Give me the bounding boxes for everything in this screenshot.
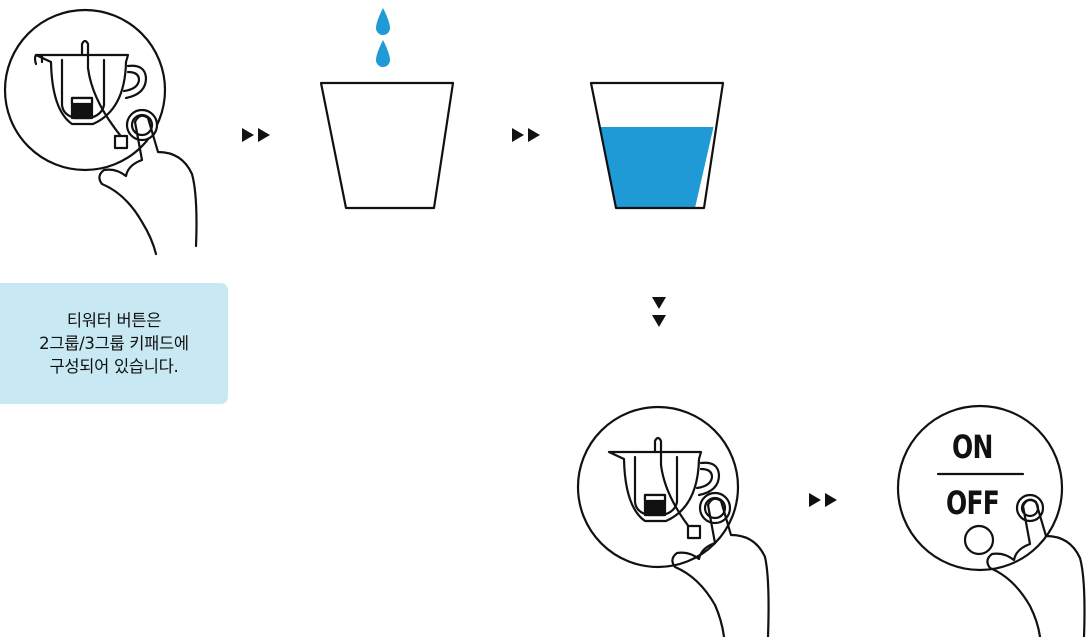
instruction-text: 티워터 버튼은 2그룹/3그룹 키패드에 구성되어 있습니다. bbox=[39, 309, 189, 378]
tea-button-icon-step1 bbox=[0, 0, 200, 260]
instruction-line: 구성되어 있습니다. bbox=[39, 355, 189, 378]
switch-on-label: ON bbox=[952, 428, 993, 466]
full-cup-icon bbox=[588, 80, 728, 215]
instruction-line: 2그룹/3그룹 키패드에 bbox=[39, 332, 189, 355]
switch-lamp bbox=[965, 526, 993, 554]
double-down-arrow-icon bbox=[652, 297, 666, 331]
double-right-arrow-icon bbox=[242, 128, 272, 142]
instruction-line: 티워터 버튼은 bbox=[39, 309, 189, 332]
double-right-arrow-icon bbox=[512, 128, 542, 142]
on-off-switch-press-icon: ON OFF bbox=[890, 392, 1086, 637]
empty-cup bbox=[321, 83, 453, 208]
tea-button-icon-step4 bbox=[570, 395, 770, 637]
water-drop bbox=[376, 8, 390, 35]
water-drop bbox=[376, 40, 390, 67]
switch-off-label: OFF bbox=[946, 484, 999, 522]
instruction-box: 티워터 버튼은 2그룹/3그룹 키패드에 구성되어 있습니다. bbox=[0, 283, 228, 404]
double-right-arrow-icon bbox=[809, 493, 839, 507]
empty-cup-with-drops-icon bbox=[318, 0, 458, 215]
